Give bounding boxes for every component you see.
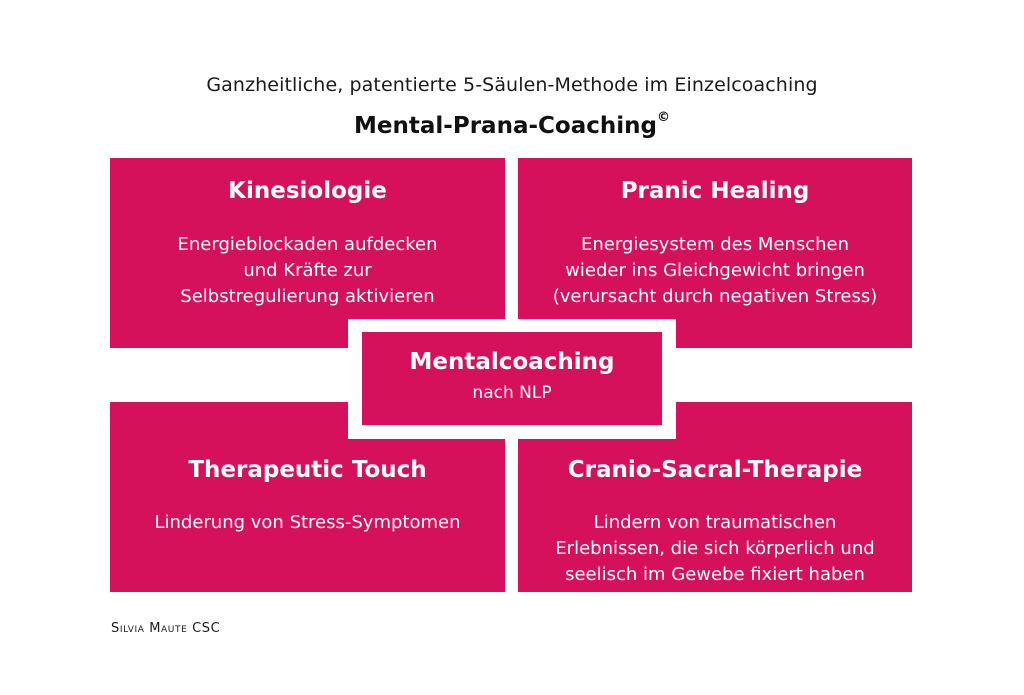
description-line: Energiesystem des Menschen [580, 234, 849, 255]
pillar-description: nach NLP [362, 380, 662, 406]
title-text: Mental-Prana-Coaching [354, 113, 657, 139]
description-line: Energieblockaden aufdecken [177, 234, 438, 255]
description-line: nach NLP [472, 383, 552, 403]
pillar-description: Linderung von Stress-Symptomen [110, 510, 505, 536]
pillar-title: Therapeutic Touch [188, 457, 427, 483]
pillar-description: Energieblockaden aufdecken und Kräfte zu… [110, 232, 505, 310]
description-line: wieder ins Gleichgewicht bringen [565, 260, 865, 281]
pillar-cranio-sacral: Cranio-Sacral-Therapie Lindern von traum… [518, 402, 912, 592]
pillar-description: Lindern von traumatischen Erlebnissen, d… [518, 510, 912, 588]
diagram-title: Mental-Prana-Coaching© [0, 110, 1024, 139]
description-line: (verursacht durch negativen Stress) [552, 286, 878, 307]
pillar-kinesiologie: Kinesiologie Energieblockaden aufdecken … [110, 158, 505, 348]
pillar-description: Energiesystem des Menschen wieder ins Gl… [518, 232, 912, 310]
diagram-subtitle: Ganzheitliche, patentierte 5-Säulen-Meth… [206, 74, 818, 96]
description-line: Linderung von Stress-Symptomen [154, 512, 461, 533]
description-line: seelisch im Gewebe fixiert haben [565, 564, 865, 585]
copyright-mark: © [656, 110, 670, 126]
description-line: Erlebnissen, die sich körperlich und [555, 538, 875, 559]
pillar-mentalcoaching: Mentalcoaching nach NLP [362, 332, 662, 425]
pillar-pranic-healing: Pranic Healing Energiesystem des Mensche… [518, 158, 912, 348]
description-line: und Kräfte zur [243, 260, 372, 281]
pillar-title: Pranic Healing [620, 178, 810, 204]
description-line: Lindern von traumatischen [593, 512, 837, 533]
description-line: Selbstregulierung aktivieren [180, 286, 435, 307]
author-credit: Silvia Maute CSC [111, 621, 221, 636]
pillar-title: Kinesiologie [228, 178, 387, 204]
pillar-title: Cranio-Sacral-Therapie [567, 457, 863, 483]
pillar-title: Mentalcoaching [409, 349, 615, 375]
